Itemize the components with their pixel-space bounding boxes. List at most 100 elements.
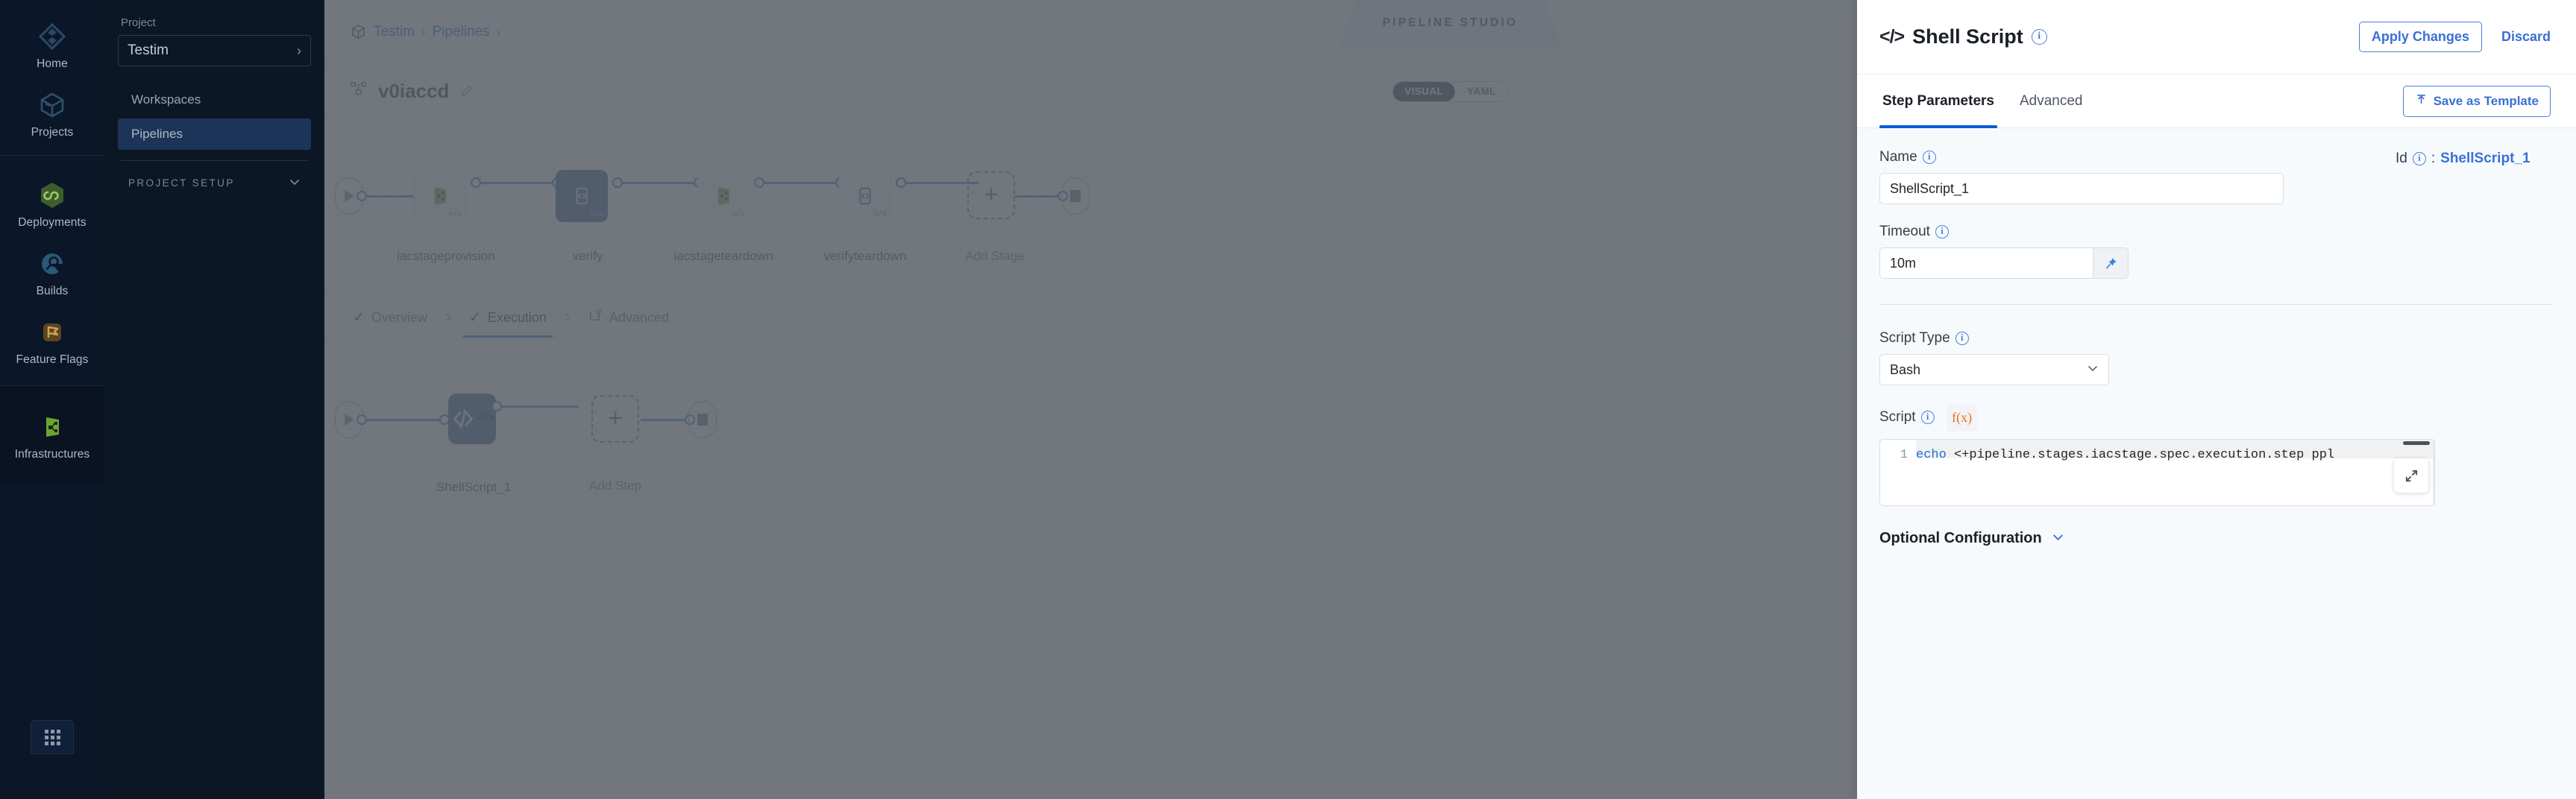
sidebar-item-label: Projects	[31, 126, 74, 139]
tab-advanced[interactable]: Advanced	[582, 297, 675, 337]
stage-node-verify[interactable]: </>	[556, 170, 608, 222]
info-icon[interactable]: i	[1920, 411, 1935, 424]
script-editor[interactable]: 1 echo <+pipeline.stages.iacstage.spec.e…	[1879, 439, 2435, 506]
pin-icon[interactable]	[2093, 247, 2129, 279]
stage-node-iacstageprovision[interactable]: </>	[414, 170, 466, 222]
timeout-label: Timeout	[1879, 224, 1930, 239]
chevron-down-icon	[2087, 362, 2099, 378]
timeout-input-wrap: 10m	[1879, 247, 2129, 279]
toggle-option-yaml[interactable]: YAML	[1467, 86, 1496, 97]
stage-card[interactable]: </>	[556, 170, 608, 222]
sidebar-item-projects[interactable]: Projects	[0, 79, 104, 148]
home-diamond-icon	[37, 21, 68, 52]
tab-overview[interactable]: ✓ Overview	[347, 297, 433, 337]
connector	[367, 418, 442, 421]
tab-execution[interactable]: ✓ Execution	[462, 297, 553, 338]
sidebar-item-pipelines[interactable]: Pipelines	[118, 119, 311, 150]
editor-scrollbar-track[interactable]	[2433, 441, 2434, 505]
build-pie-icon	[37, 248, 68, 280]
sidebar-item-feature-flags[interactable]: Feature Flags	[0, 306, 104, 375]
name-label: Name	[1879, 149, 1917, 165]
stage-node-iacstageteardown[interactable]: </>	[697, 170, 750, 222]
stop-end-icon[interactable]	[688, 401, 717, 438]
stage-node-verifyteardown[interactable]: </>	[839, 170, 891, 222]
app-grid-icon	[44, 729, 60, 745]
name-input[interactable]: ShellScript_1	[1879, 173, 2284, 204]
angle-brackets-icon: </>	[1879, 26, 1905, 47]
breadcrumb-item-pipelines[interactable]: Pipelines	[432, 23, 490, 40]
tab-advanced[interactable]: Advanced	[2019, 92, 2083, 109]
connector	[641, 418, 687, 421]
stage-tab-separator: ›	[444, 306, 451, 326]
page-title: v0iaccd	[378, 80, 450, 102]
info-icon[interactable]: i	[2031, 29, 2047, 45]
plus-icon[interactable]: +	[591, 395, 639, 443]
sidebar-item-workspaces[interactable]: Workspaces	[131, 92, 201, 107]
info-icon[interactable]: i	[1955, 332, 1969, 345]
connector-group	[471, 177, 562, 188]
nav-group-delivery: Deployments Builds	[0, 156, 104, 387]
stage-card[interactable]: </>	[697, 170, 750, 222]
tab-label: Overview	[371, 309, 427, 325]
line-number: 1	[1900, 448, 1908, 462]
info-icon[interactable]: i	[1935, 225, 1949, 239]
section-divider	[1879, 304, 2552, 305]
stage-tab-separator: ›	[564, 306, 571, 326]
script-code-line[interactable]: echo <+pipeline.stages.iacstage.spec.exe…	[1916, 440, 2434, 505]
view-toggle[interactable]: VISUAL YAML	[1392, 80, 1509, 102]
stage-label: verify	[572, 249, 603, 263]
breadcrumb-separator: ›	[496, 24, 501, 39]
upload-template-icon	[2415, 93, 2428, 110]
save-as-template-button[interactable]: Save as Template	[2402, 85, 2551, 117]
project-setup-section[interactable]: PROJECT SETUP	[118, 173, 311, 193]
stop-end-icon[interactable]	[1061, 177, 1090, 215]
sidebar-item-home[interactable]: Home	[0, 10, 104, 79]
expression-fx-icon[interactable]: f(x)	[1946, 403, 1978, 432]
add-stage-button[interactable]: +	[967, 171, 1015, 219]
name-id-row: Name i ShellScript_1 Id i : ShellScript_…	[1879, 149, 2552, 204]
check-icon: ✓	[468, 309, 481, 326]
add-step-label: Add Step	[589, 479, 641, 493]
stage-card[interactable]: </>	[414, 170, 466, 222]
breadcrumb-item-testim[interactable]: Testim	[374, 23, 415, 40]
plus-icon[interactable]: +	[967, 171, 1015, 219]
optional-configuration-toggle[interactable]: Optional Configuration	[1879, 530, 2552, 547]
info-icon[interactable]: i	[1922, 151, 1936, 164]
toggle-option-visual[interactable]: VISUAL	[1392, 81, 1456, 101]
step-card[interactable]: </>	[448, 394, 496, 444]
id-group: Id i : ShellScript_1	[2396, 149, 2531, 167]
app-grid-button[interactable]	[31, 720, 74, 754]
flag-icon	[37, 317, 68, 348]
expand-fullscreen-icon[interactable]	[2394, 458, 2428, 493]
add-step-button[interactable]: +	[591, 395, 639, 443]
project-setup-label: PROJECT SETUP	[128, 177, 235, 189]
name-label-group: Name i	[1879, 149, 2284, 165]
pencil-edit-icon[interactable]	[459, 84, 474, 98]
script-type-select[interactable]: Bash	[1879, 354, 2109, 385]
step-node-shellscript-1[interactable]: </>	[448, 394, 496, 444]
stage-card[interactable]: </>	[839, 170, 891, 222]
pipeline-studio-tag: PIPELINE STUDIO	[1339, 0, 1562, 46]
sidebar-item-label: Feature Flags	[16, 353, 89, 367]
editor-scrollbar-thumb[interactable]	[2403, 441, 2430, 445]
connector	[502, 405, 578, 408]
code-mini-icon: </>	[873, 211, 887, 219]
sidebar-item-infrastructures[interactable]: Infrastructures	[0, 401, 104, 470]
add-stage-label: Add Stage	[965, 249, 1025, 263]
tab-step-parameters[interactable]: Step Parameters	[1879, 75, 1997, 128]
info-icon[interactable]: i	[2412, 152, 2426, 165]
apply-changes-button[interactable]: Apply Changes	[2358, 22, 2482, 52]
cube-breadcrumb-icon	[350, 23, 367, 40]
timeout-input[interactable]: 10m	[1879, 247, 2093, 279]
save-as-template-label: Save as Template	[2433, 93, 2539, 108]
drawer-tab-list: Step Parameters Advanced	[1879, 75, 2085, 128]
connector	[481, 181, 554, 184]
port	[896, 177, 906, 188]
project-selector[interactable]: Testim ›	[118, 35, 311, 66]
infrastructure-stage-icon	[718, 187, 729, 205]
discard-button[interactable]: Discard	[2501, 29, 2551, 44]
sidebar-item-builds[interactable]: Builds	[0, 238, 104, 306]
step-config-drawer: </> Shell Script i Apply Changes Discard…	[1857, 0, 2576, 799]
check-icon: ✓	[353, 309, 365, 326]
sidebar-item-deployments[interactable]: Deployments	[0, 169, 104, 238]
